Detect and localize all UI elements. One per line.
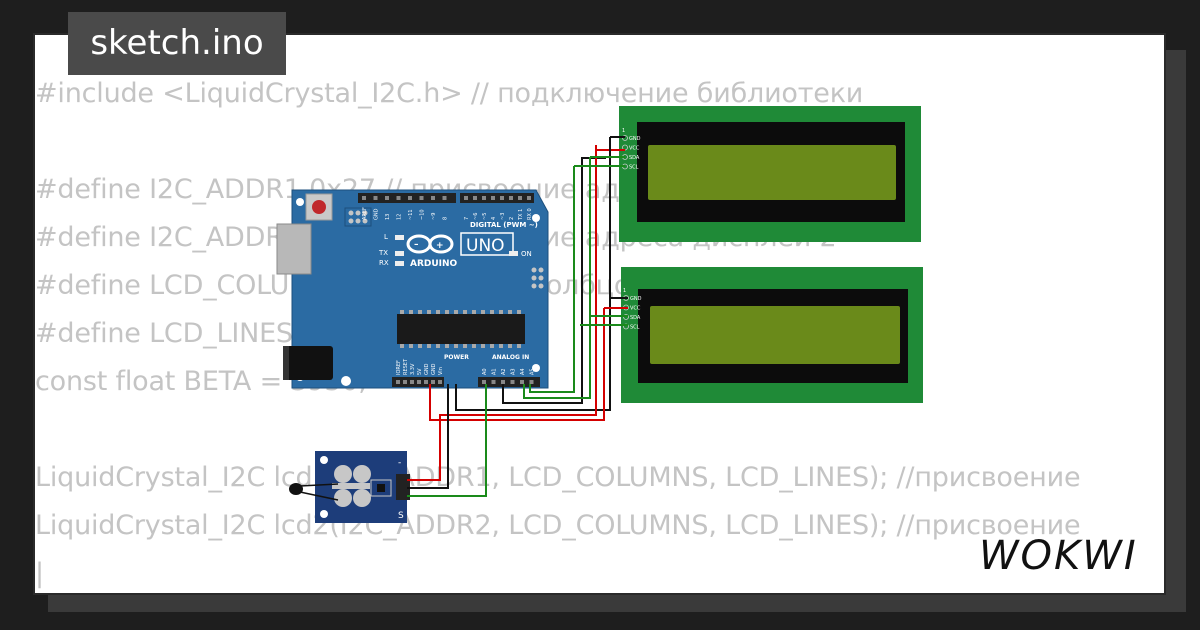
- digital-label: DIGITAL (PWM ~): [470, 221, 538, 229]
- pin-label: 2: [509, 217, 515, 220]
- pin-label: A0: [482, 368, 488, 375]
- lcd-pin-label: GND: [630, 296, 642, 302]
- code-line: LiquidCrystal_I2C lcd1(I2C_ADDR1, LCD_CO…: [35, 462, 1081, 493]
- pin-label: RESET: [403, 358, 409, 375]
- svg-text:WOKWI: WOKWI: [979, 533, 1138, 579]
- svg-text:S: S: [398, 511, 404, 521]
- lcd-pin-label: VCC: [630, 306, 641, 312]
- svg-text:POWER: POWER: [444, 354, 469, 361]
- pin-label: A2: [501, 368, 507, 375]
- pin-label: AREF: [362, 207, 368, 220]
- pin-label: ~9: [431, 213, 437, 220]
- pin-label: ~11: [408, 209, 414, 220]
- atmega-chip: [397, 314, 525, 344]
- svg-text:ANALOG IN: ANALOG IN: [492, 354, 529, 361]
- digital-header-left: [358, 193, 456, 203]
- lcd-pin-label: SCL: [629, 165, 639, 171]
- model-label: UNO: [466, 236, 505, 256]
- code-line: |: [35, 558, 44, 589]
- power-jack: [283, 346, 333, 380]
- svg-text:–: –: [414, 240, 419, 250]
- svg-text:-: -: [398, 458, 401, 468]
- pin-label: GND: [431, 363, 437, 375]
- pin-label: 4: [491, 217, 497, 220]
- lcd-pin-label: GND: [629, 136, 641, 142]
- ntc-temperature-sensor[interactable]: - S: [289, 451, 410, 523]
- pin-label: 5V: [417, 368, 423, 375]
- pin-label: TX 1: [518, 209, 524, 221]
- pin-label: A4: [520, 368, 526, 375]
- pin-label: RX 0: [527, 208, 533, 220]
- pin-label: A3: [511, 368, 517, 375]
- pin-label: ~5: [482, 213, 488, 220]
- svg-text:+: +: [436, 241, 444, 251]
- arduino-logo: – +: [406, 234, 454, 254]
- svg-text:TX: TX: [378, 249, 388, 257]
- pin-label: GND: [424, 363, 430, 375]
- lcd-pin-label: VCC: [629, 146, 640, 152]
- pin-label: 7: [464, 217, 470, 220]
- reset-button: [312, 200, 326, 214]
- thermistor-bead: [289, 483, 303, 495]
- svg-text:RX: RX: [379, 259, 389, 267]
- code-line: #include <LiquidCrystal_I2C.h> // подклю…: [35, 78, 864, 109]
- file-title-tab: sketch.ino: [68, 12, 286, 75]
- lcd-pin-label: SDA: [629, 155, 640, 161]
- pin-label: ~6: [473, 213, 479, 220]
- usb-port: [276, 223, 312, 275]
- lcd-pin-label: SCL: [630, 325, 640, 331]
- wokwi-logo: WOKWI: [976, 530, 1139, 581]
- pin-one-label: 1: [622, 128, 625, 134]
- pin-label: IOREF: [396, 360, 402, 375]
- brand-label: ARDUINO: [410, 259, 458, 269]
- pin-label: 13: [385, 214, 391, 220]
- svg-text:L: L: [384, 233, 388, 241]
- preview-card: [33, 33, 1166, 595]
- code-line: LiquidCrystal_I2C lcd2(I2C_ADDR2, LCD_CO…: [35, 510, 1081, 541]
- digital-header-right: [460, 193, 534, 203]
- pin-label: 12: [397, 214, 403, 220]
- lcd-pin-label: SDA: [630, 315, 641, 321]
- pin-label: Vin: [438, 367, 444, 375]
- pin-label: GND: [374, 208, 380, 220]
- pin-label: ~3: [500, 213, 506, 220]
- pin-label: ~10: [420, 209, 426, 220]
- wires: [407, 136, 628, 497]
- svg-text:ON: ON: [521, 250, 532, 258]
- pin-label: 8: [443, 217, 449, 220]
- pin-label: A1: [492, 368, 498, 375]
- pin-label: A5: [530, 368, 536, 375]
- pin-label: 3.3V: [410, 363, 416, 375]
- pin-one-label: 1: [623, 288, 626, 294]
- analog-header: [478, 377, 540, 387]
